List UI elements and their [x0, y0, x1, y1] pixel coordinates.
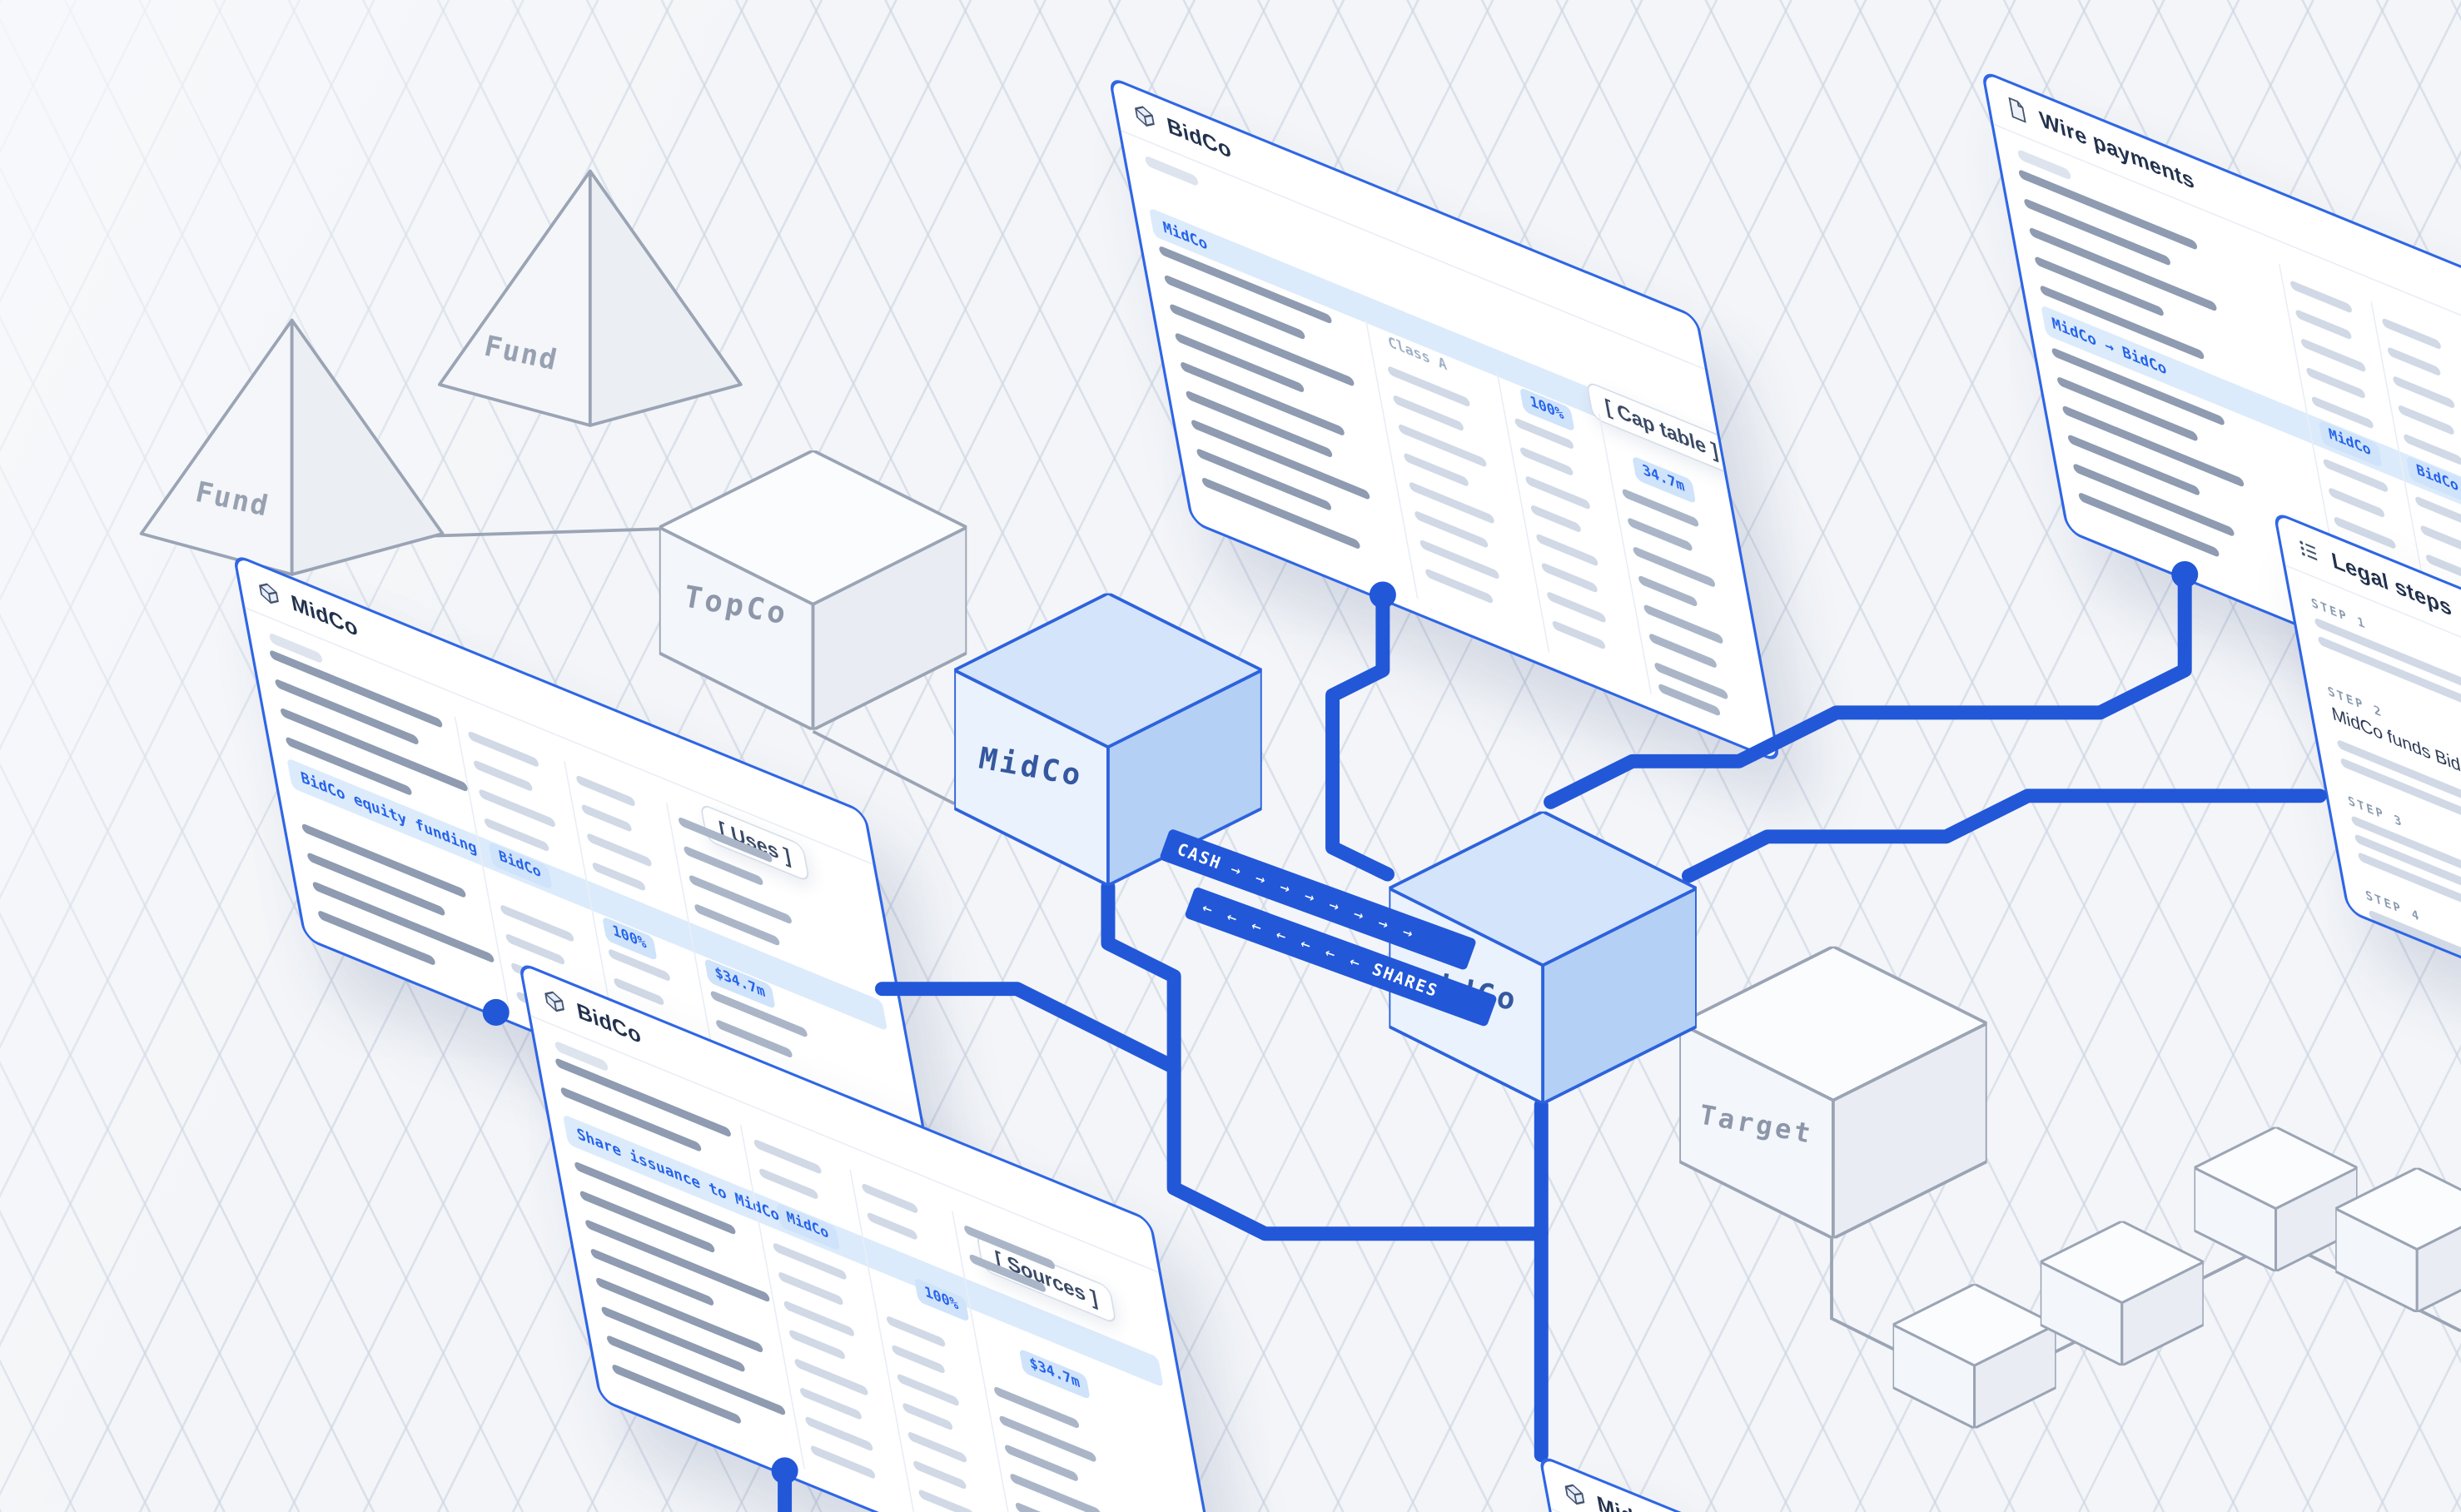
- cube-right-face: [1106, 669, 1264, 888]
- placeholder-bar: [1530, 504, 1582, 534]
- junction-dot: [1369, 581, 1396, 609]
- cell-entity: MidCo: [776, 1202, 840, 1251]
- junction-dot: [771, 1457, 798, 1485]
- pyramid-fund-front[interactable]: Fund: [138, 314, 452, 578]
- document-icon: [2004, 94, 2030, 126]
- cube-icon: [1131, 101, 1157, 132]
- cube-icon: [541, 986, 567, 1017]
- cube-right-face: [1832, 1022, 1989, 1241]
- list-icon: [2296, 535, 2322, 567]
- pyramid-right-face: [290, 318, 445, 576]
- placeholder-bar: [1551, 619, 1606, 651]
- pyramid-left-face: [437, 169, 592, 427]
- placeholder-bar: [2034, 255, 2165, 317]
- placeholder-bar: [1638, 574, 1698, 608]
- placeholder-bar: [2305, 366, 2366, 400]
- placeholder-bar: [1653, 661, 1729, 701]
- placeholder-bar: [689, 873, 793, 925]
- junction-dot: [482, 998, 510, 1026]
- placeholder-bar: [575, 774, 636, 808]
- placeholder-bar: [1540, 561, 1598, 594]
- placeholder-bar: [1519, 445, 1574, 477]
- placeholder-bar: [2368, 909, 2461, 1002]
- cube-target[interactable]: Target: [1678, 944, 1989, 1241]
- placeholder-bar: [1174, 331, 1305, 394]
- panel-header: MidCo: [1541, 1457, 2019, 1512]
- placeholder-bar: [505, 933, 565, 966]
- placeholder-bar: [2397, 404, 2455, 436]
- cube-topco[interactable]: TopCo: [657, 449, 969, 732]
- placeholder-bar: [589, 1247, 715, 1307]
- cell-amount: $34.7m: [1018, 1348, 1091, 1400]
- cell-to: BidCo: [2405, 455, 2461, 505]
- connector-legal-bidco: [1681, 788, 2327, 883]
- panel-partial-midco[interactable]: MidCo: [1538, 1453, 2044, 1512]
- placeholder-bar: [917, 1488, 976, 1512]
- cube-icon: [1562, 1479, 1588, 1510]
- placeholder-bar: [902, 1401, 954, 1431]
- panel-legal-steps[interactable]: Legal steps STEP 1 STEP 2 MidCo funds Bi…: [2272, 510, 2461, 1117]
- link-topco-midco: [812, 729, 956, 805]
- cube-subsidiary[interactable]: [1892, 1282, 2058, 1430]
- placeholder-bar: [473, 758, 534, 793]
- junction-dot: [2171, 560, 2199, 589]
- placeholder-bar: [580, 803, 633, 833]
- placeholder-bar: [611, 1363, 742, 1425]
- connector-captable-bidco: [1325, 588, 1395, 882]
- placeholder-bar: [2387, 346, 2442, 377]
- placeholder-bar: [2392, 375, 2456, 410]
- placeholder-bar: [2381, 317, 2442, 351]
- placeholder-bar: [907, 1430, 967, 1464]
- pyramid-fund-back[interactable]: Fund: [436, 165, 750, 429]
- panel-captable[interactable]: BidCo MidCo Class A 100% 34.7m [ Cap tab…: [1107, 75, 1782, 764]
- placeholder-bar: [861, 1182, 919, 1215]
- placeholder-bar: [896, 1372, 960, 1407]
- placeholder-bar: [1546, 590, 1607, 624]
- panel-title: MidCo: [1595, 1491, 1666, 1512]
- panel-sources[interactable]: BidCo Share issuance to MidCo MidCo 100%…: [518, 960, 1234, 1512]
- cube-icon: [256, 578, 281, 609]
- cube-subsidiary[interactable]: [2334, 1166, 2461, 1314]
- cube-right-face: [1541, 887, 1698, 1106]
- placeholder-bar: [2289, 279, 2353, 315]
- connector-uses-trunk: [874, 982, 1181, 1075]
- cube-subsidiary[interactable]: [2039, 1220, 2205, 1367]
- placeholder-bar: [809, 1444, 877, 1480]
- placeholder-bar: [891, 1344, 946, 1375]
- placeholder-bar: [912, 1460, 967, 1490]
- placeholder-bar: [2328, 486, 2385, 519]
- placeholder-bar: [758, 1167, 819, 1201]
- cube-subsidiary[interactable]: [2193, 1126, 2359, 1273]
- placeholder-bar: [2294, 308, 2353, 341]
- placeholder-bar: [1535, 533, 1599, 568]
- pyramid-left-face: [139, 318, 294, 576]
- cube-midco[interactable]: MidCo: [952, 591, 1264, 888]
- panel-uses[interactable]: MidCo BidCo equity funding BidCo 100% $3…: [232, 552, 938, 1198]
- placeholder-bar: [788, 1328, 846, 1361]
- placeholder-bar: [799, 1386, 863, 1421]
- placeholder-bar: [2419, 524, 2461, 555]
- cube-right-face: [811, 525, 969, 732]
- placeholder-bar: [866, 1211, 918, 1241]
- panel-wire-payments[interactable]: Wire payments MidCo → BidCo MidCo BidCo: [1981, 68, 2461, 773]
- placeholder-bar: [886, 1315, 947, 1348]
- pyramid-right-face: [588, 169, 743, 427]
- placeholder-bar: [317, 909, 436, 967]
